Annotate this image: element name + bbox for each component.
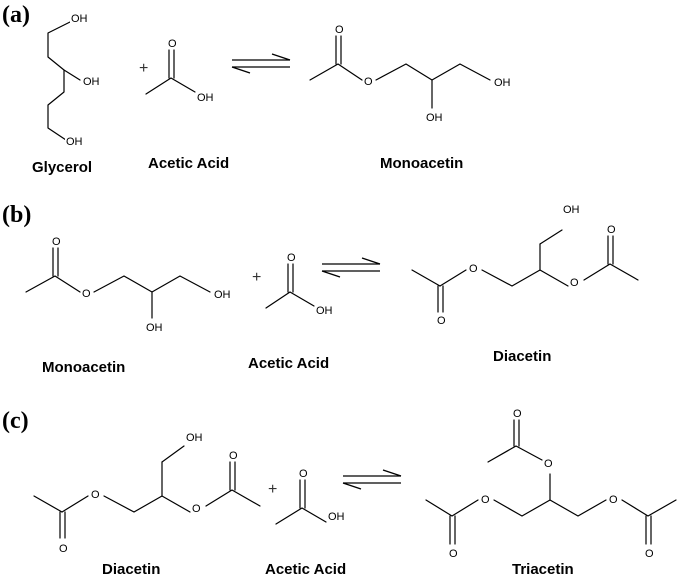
oxygen-label: O — [645, 548, 654, 560]
reactant-2-name: Acetic Acid — [248, 355, 329, 372]
equilibrium-arrow — [321, 257, 381, 278]
acetic-acid-structure: O OH — [145, 38, 214, 104]
hydroxyl-label: OH — [146, 322, 163, 334]
hydroxyl-label: OH — [426, 112, 443, 124]
reactant-1-name: Monoacetin — [42, 359, 125, 376]
oxygen-label: O — [609, 494, 618, 506]
panel-letter: (a) — [2, 2, 30, 28]
equilibrium-arrow — [231, 53, 291, 74]
triacetin-structure: O O O O O O — [425, 408, 677, 560]
glycerol-structure: OH OH OH — [47, 11, 100, 148]
monoacetin-structure: O O OH OH — [25, 236, 231, 334]
oxygen-label: O — [364, 76, 373, 88]
hydroxyl-label: OH — [83, 76, 100, 88]
oxygen-label: O — [481, 494, 490, 506]
reactant-1-name: Glycerol — [32, 159, 92, 176]
oxygen-label: O — [335, 24, 344, 36]
oxygen-label: O — [59, 543, 68, 555]
plus-sign: + — [268, 481, 277, 498]
oxygen-label: O — [570, 277, 579, 289]
diacetin-structure: O O OH O O — [411, 204, 639, 327]
diacetin-structure: O O OH O O — [33, 432, 261, 555]
acetic-acid-structure: O OH — [265, 252, 333, 317]
hydroxyl-label: OH — [494, 77, 511, 89]
oxygen-label: O — [469, 263, 478, 275]
oxygen-label: O — [82, 288, 91, 300]
reactant-2-name: Acetic Acid — [265, 561, 346, 578]
oxygen-label: O — [168, 38, 177, 50]
hydroxyl-label: OH — [66, 136, 83, 148]
hydroxyl-label: OH — [197, 92, 214, 104]
reactant-2-name: Acetic Acid — [148, 155, 229, 172]
product-name: Monoacetin — [380, 155, 463, 172]
oxygen-label: O — [437, 315, 446, 327]
monoacetin-structure: O O OH OH — [309, 24, 511, 124]
panel-c: (c) O O OH O O + O OH — [2, 408, 677, 578]
plus-sign: + — [252, 269, 261, 286]
panel-letter: (c) — [2, 408, 29, 434]
oxygen-label: O — [544, 458, 553, 470]
plus-sign: + — [139, 60, 148, 77]
hydroxyl-label: OH — [563, 204, 580, 216]
hydroxyl-label: OH — [316, 305, 333, 317]
hydroxyl-label: OH — [328, 511, 345, 523]
panel-letter: (b) — [2, 202, 31, 228]
oxygen-label: O — [449, 548, 458, 560]
equilibrium-arrow — [342, 469, 402, 490]
reactant-1-name: Diacetin — [102, 561, 160, 578]
oxygen-label: O — [52, 236, 61, 248]
acetic-acid-structure: O OH — [275, 468, 345, 525]
product-name: Triacetin — [512, 561, 574, 578]
oxygen-label: O — [287, 252, 296, 264]
panel-a: (a) OH OH OH + O OH — [2, 2, 511, 176]
product-name: Diacetin — [493, 348, 551, 365]
panel-b: (b) O O OH OH + O OH — [2, 202, 639, 376]
oxygen-label: O — [513, 408, 522, 420]
oxygen-label: O — [607, 224, 616, 236]
hydroxyl-label: OH — [214, 289, 231, 301]
oxygen-label: O — [229, 450, 238, 462]
hydroxyl-label: OH — [71, 13, 88, 25]
oxygen-label: O — [192, 503, 201, 515]
hydroxyl-label: OH — [186, 432, 203, 444]
oxygen-label: O — [299, 468, 308, 480]
oxygen-label: O — [91, 489, 100, 501]
